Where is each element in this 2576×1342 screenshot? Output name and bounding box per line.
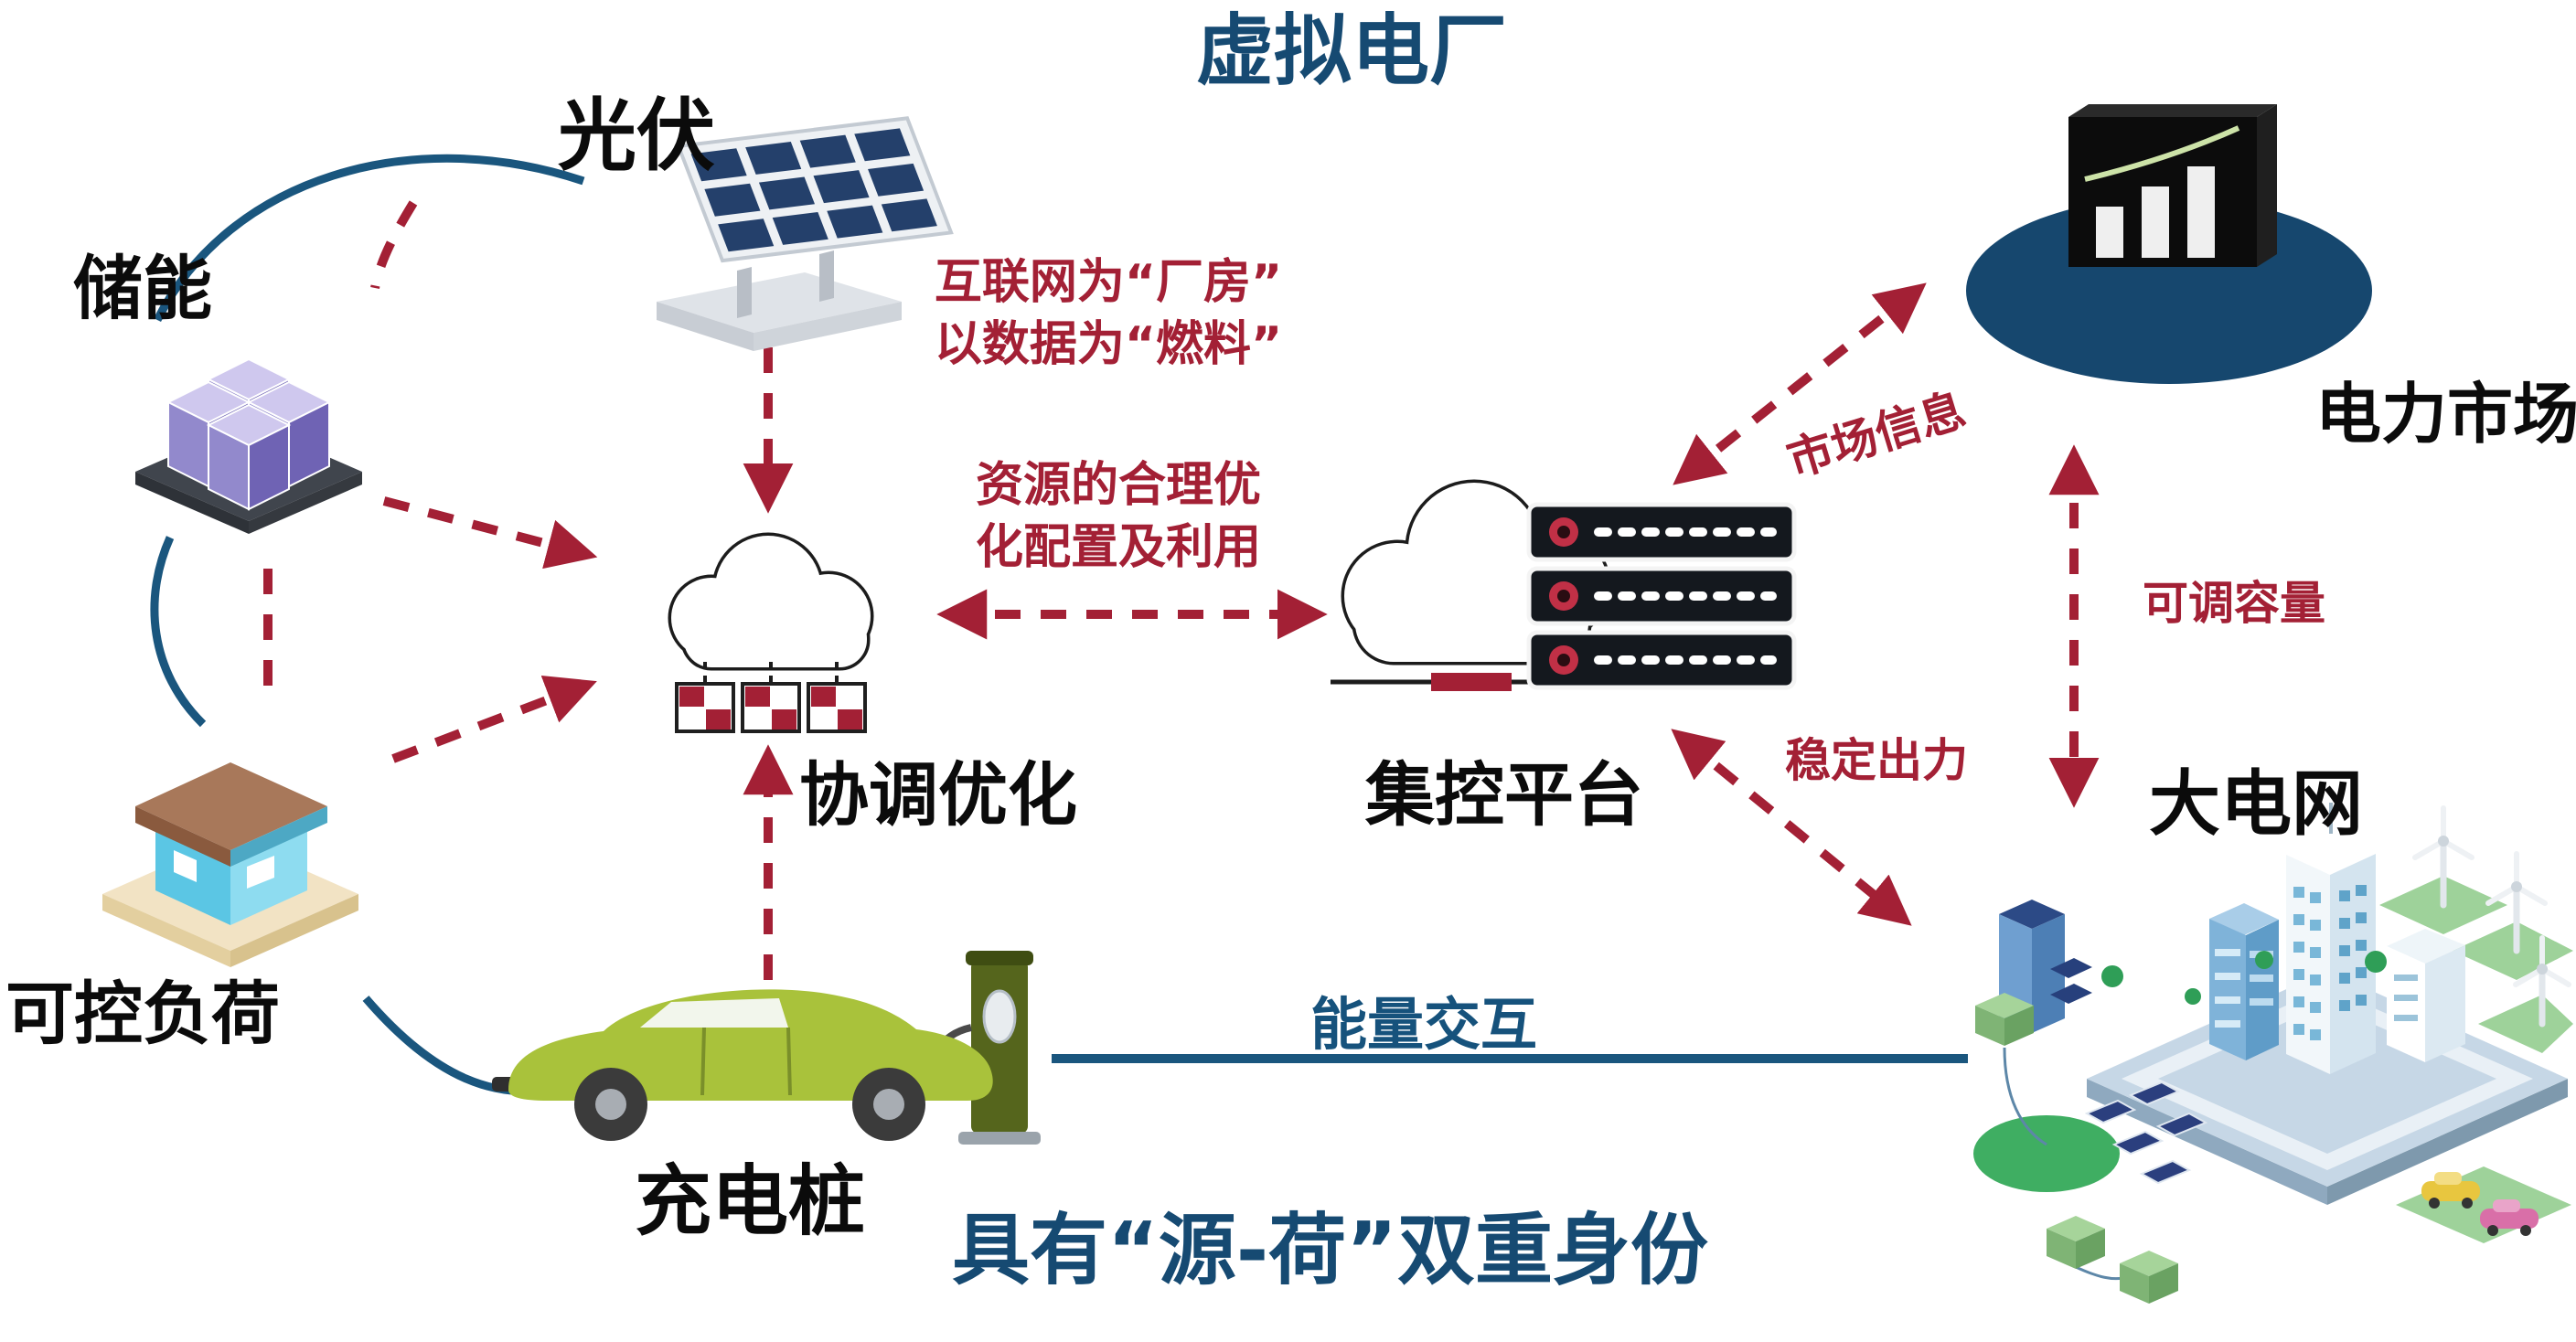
bottom-slogan: 具有“源-荷”双重身份 bbox=[952, 1206, 1709, 1296]
energy-exchange-label: 能量交互 bbox=[1310, 991, 1538, 1058]
link-storage-load bbox=[150, 536, 207, 728]
load-label: 可控负荷 bbox=[5, 974, 281, 1054]
internet-note: 互联网为“厂房” 以数据为“燃料” bbox=[925, 252, 1291, 376]
pv-label: 光伏 bbox=[558, 91, 715, 182]
adjustable-capacity-label: 可调容量 bbox=[2143, 577, 2325, 630]
link-storage-pv bbox=[153, 154, 585, 323]
charger-label: 充电桩 bbox=[635, 1156, 866, 1246]
storage-label: 储能 bbox=[73, 248, 212, 329]
market-illustration bbox=[1966, 104, 2372, 384]
internet-note-line1: 互联网为“厂房” bbox=[934, 255, 1283, 310]
container-boxes bbox=[675, 682, 867, 733]
blue-links bbox=[150, 154, 1968, 1096]
grid-label: 大电网 bbox=[2149, 763, 2364, 846]
arrow-storage-cloud bbox=[382, 496, 598, 570]
coordination-label: 协调优化 bbox=[799, 754, 1077, 836]
grid-illustration bbox=[1973, 803, 2573, 1304]
server-stack bbox=[1526, 502, 1797, 690]
arrow-platform-market bbox=[1673, 282, 1927, 485]
arrow-pv-storage bbox=[370, 200, 418, 290]
storage-illustration bbox=[135, 357, 362, 534]
pv-illustration bbox=[657, 116, 954, 351]
resource-note: 资源的合理优 化配置及利用 bbox=[967, 455, 1269, 579]
diagram-title: 虚拟电厂 bbox=[1196, 6, 1508, 97]
resource-note-line2: 化配置及利用 bbox=[975, 519, 1261, 575]
resource-note-line1: 资源的合理优 bbox=[975, 458, 1261, 513]
internet-note-line2: 以数据为“燃料” bbox=[934, 316, 1283, 372]
arrow-platform-grid bbox=[1671, 729, 1912, 926]
market-label: 电力市场 bbox=[2315, 376, 2576, 453]
stable-output-label: 稳定出力 bbox=[1785, 734, 1968, 787]
city-cars bbox=[2421, 1172, 2539, 1236]
platform-illustration bbox=[1331, 479, 1797, 691]
arrow-load-cloud bbox=[391, 675, 597, 763]
platform-label: 集控平台 bbox=[1365, 754, 1643, 836]
red-dashed-arrows bbox=[263, 200, 2100, 980]
charger-illustration bbox=[492, 951, 1041, 1145]
load-illustration bbox=[102, 762, 358, 967]
coordination-illustration bbox=[668, 532, 874, 733]
